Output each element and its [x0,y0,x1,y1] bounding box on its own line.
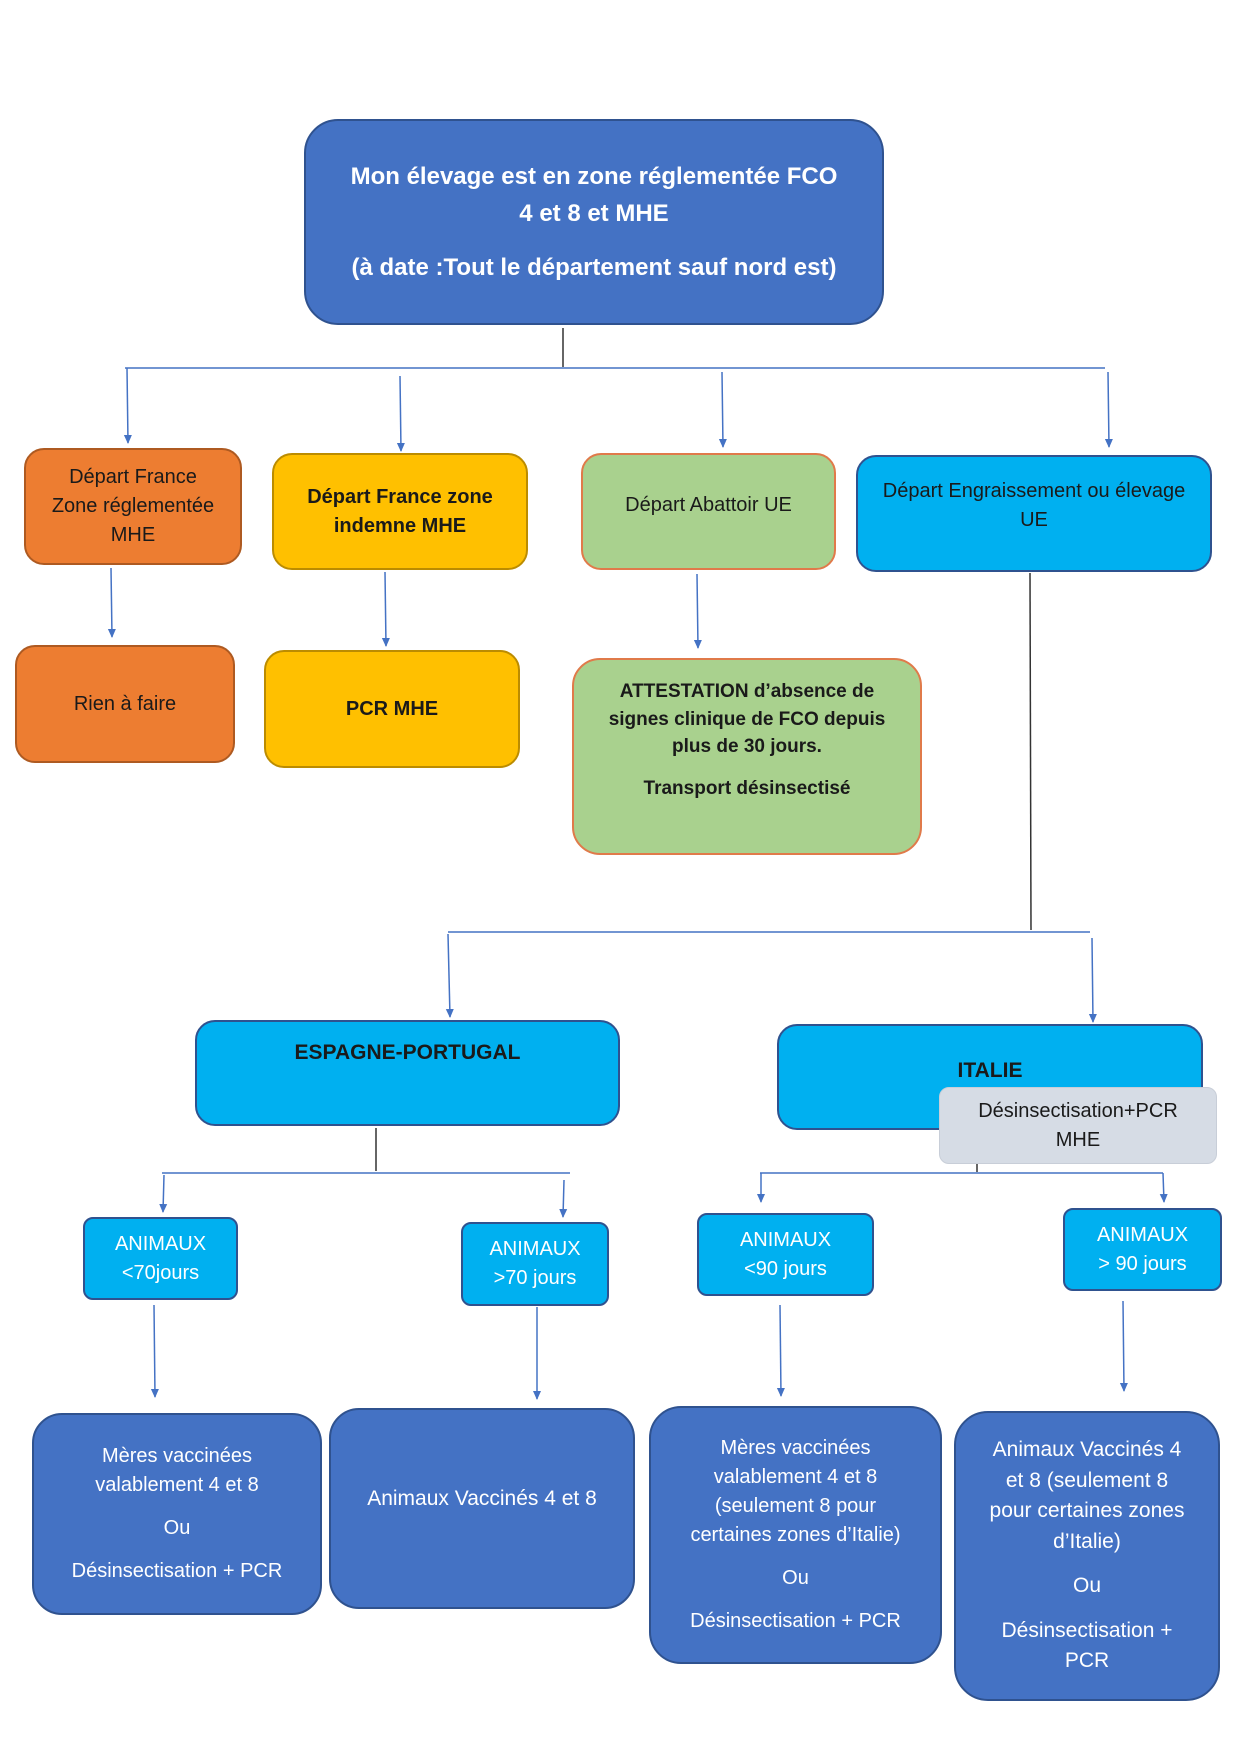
connector-arrow [1104,371,1113,448]
branch-line: Départ Engraissement ou élevage [882,480,1186,502]
connector-arrow [1159,1172,1168,1203]
age-line: ANIMAUX [739,1228,832,1251]
condition-line: Mères vaccinées [720,1437,871,1459]
root-line1: Mon élevage est en zone réglementée FCO [350,163,838,191]
connector-arrow [1119,1300,1128,1392]
italie-note: Désinsectisation+PCR MHE [939,1087,1217,1164]
result-text: Rien à faire [73,692,177,715]
condition-or: Ou [163,1517,191,1539]
result-pcr-mhe: PCR MHE [264,650,520,768]
note-line: MHE [1055,1128,1101,1151]
condition-line: valablement 4 et 8 [95,1474,259,1496]
condition-line: Mères vaccinées [101,1445,253,1467]
age-line: >70 jours [493,1267,577,1289]
branch-line: Départ Abattoir UE [625,494,792,516]
condition-line: (seulement 8 pour [714,1495,877,1517]
country-espagne-portugal: ESPAGNE-PORTUGAL [195,1020,620,1126]
connector-line [1029,572,1032,931]
result-text: PCR MHE [345,697,439,720]
connector-arrow [776,1304,785,1397]
age-line: <90 jours [744,1257,827,1280]
age-italie-moins-90: ANIMAUX <90 jours [697,1213,874,1296]
age-line: ANIMAUX [489,1238,581,1260]
connector-arrow [123,367,132,444]
age-espagne-moins-70: ANIMAUX <70jours [83,1217,238,1300]
connector-arrow [718,371,727,448]
condition-line: valablement 4 et 8 [713,1466,878,1488]
result-attestation: ATTESTATION d’absence de signes clinique… [572,658,922,855]
age-line: ANIMAUX [1096,1223,1189,1246]
branch-line: MHE [110,524,156,546]
age-italie-plus-90: ANIMAUX > 90 jours [1063,1208,1222,1291]
age-line: ANIMAUX [114,1232,207,1255]
connector-arrow [1088,937,1097,1023]
branch-line: Départ France zone [307,485,493,508]
attestation-line4: Transport désinsectisé [643,777,851,799]
condition-line: certaines zones d’Italie) [690,1524,901,1546]
branch-france-zone-reglementee: Départ France Zone réglementée MHE [24,448,242,565]
connector-arrow [559,1179,568,1218]
branch-line: UE [1020,509,1048,531]
condition-line: et 8 (seulement 8 [1005,1468,1169,1492]
condition-or: Ou [1072,1574,1101,1598]
country-label: ESPAGNE-PORTUGAL [294,1041,521,1064]
condition-line: d’Italie) [1053,1529,1121,1553]
age-espagne-plus-70: ANIMAUX >70 jours [461,1222,609,1306]
attestation-line3: plus de 30 jours. [672,736,822,758]
connector-arrow [445,933,454,1018]
condition-line: Désinsectisation + PCR [690,1610,901,1632]
root-line3: (à date :Tout le département sauf nord e… [351,253,837,281]
condition-line: pour certaines zones [989,1499,1185,1523]
root-node: Mon élevage est en zone réglementée FCO … [304,119,884,325]
result-rien-a-faire: Rien à faire [15,645,235,763]
country-label: ITALIE [957,1059,1023,1082]
condition-line: PCR [1064,1649,1110,1673]
connector-arrow [159,1174,168,1213]
root-line2: 4 et 8 et MHE [519,200,669,228]
connector-arrow [693,573,702,649]
branch-line: indemne MHE [333,514,467,537]
attestation-line2: signes clinique de FCO depuis [608,708,886,730]
condition-line: Désinsectisation + [1001,1618,1173,1642]
connector-arrow [381,571,390,647]
condition-line: Désinsectisation + PCR [71,1560,283,1582]
connector-arrow [150,1304,159,1398]
note-line: Désinsectisation+PCR [978,1099,1178,1122]
branch-abattoir: Départ Abattoir UE [581,453,836,570]
branch-engraissement: Départ Engraissement ou élevage UE [856,455,1212,572]
connector-arrow [107,567,116,638]
condition-espagne-moins-70: Mères vaccinées valablement 4 et 8 Ou Dé… [32,1413,322,1615]
age-line: > 90 jours [1098,1252,1187,1275]
connector-arrow [396,375,405,452]
attestation-line1: ATTESTATION d’absence de [619,681,875,702]
condition-italie-moins-90: Mères vaccinées valablement 4 et 8 (seul… [649,1406,942,1664]
branch-line: Zone réglementée [51,495,215,517]
condition-line: Animaux Vaccinés 4 [992,1438,1182,1462]
condition-line: Animaux Vaccinés 4 et 8 [367,1487,597,1510]
branch-france-indemne: Départ France zone indemne MHE [272,453,528,570]
condition-italie-plus-90: Animaux Vaccinés 4 et 8 (seulement 8 pou… [954,1411,1220,1701]
branch-line: Départ France [69,466,197,488]
age-line: <70jours [121,1261,200,1284]
condition-espagne-plus-70: Animaux Vaccinés 4 et 8 [329,1408,635,1609]
condition-or: Ou [782,1567,809,1589]
